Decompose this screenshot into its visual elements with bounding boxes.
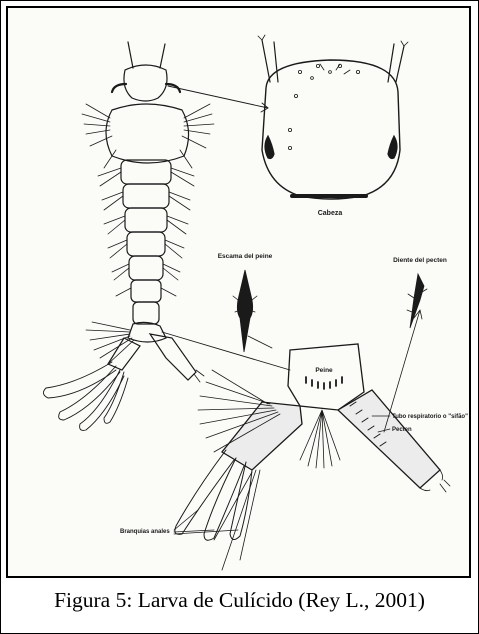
enlarged-tail: [174, 344, 450, 570]
larva-whole-body: [43, 42, 290, 430]
label-diente-del-pecten: Diente del pecten: [393, 257, 447, 264]
label-branquias-anales: Branquias anales: [120, 529, 170, 535]
larva-head: [124, 65, 167, 101]
label-pecten: Pecten: [392, 427, 412, 433]
label-tubo-respiratorio: Tubo respiratorio o "sifão": [392, 414, 468, 420]
label-peine: Peine: [315, 367, 333, 374]
larva-anal-gills: [43, 362, 128, 430]
larva-abdomen: [121, 160, 171, 324]
enlarged-head: [258, 35, 408, 199]
label-cabeza: Cabeza: [318, 210, 343, 217]
larva-thorax: [106, 104, 189, 163]
label-escama-del-peine: Escama del peine: [218, 253, 273, 260]
comb-scale-drawing: [237, 270, 252, 352]
figure-caption: Figura 5: Larva de Culícido (Rey L., 200…: [0, 588, 479, 613]
